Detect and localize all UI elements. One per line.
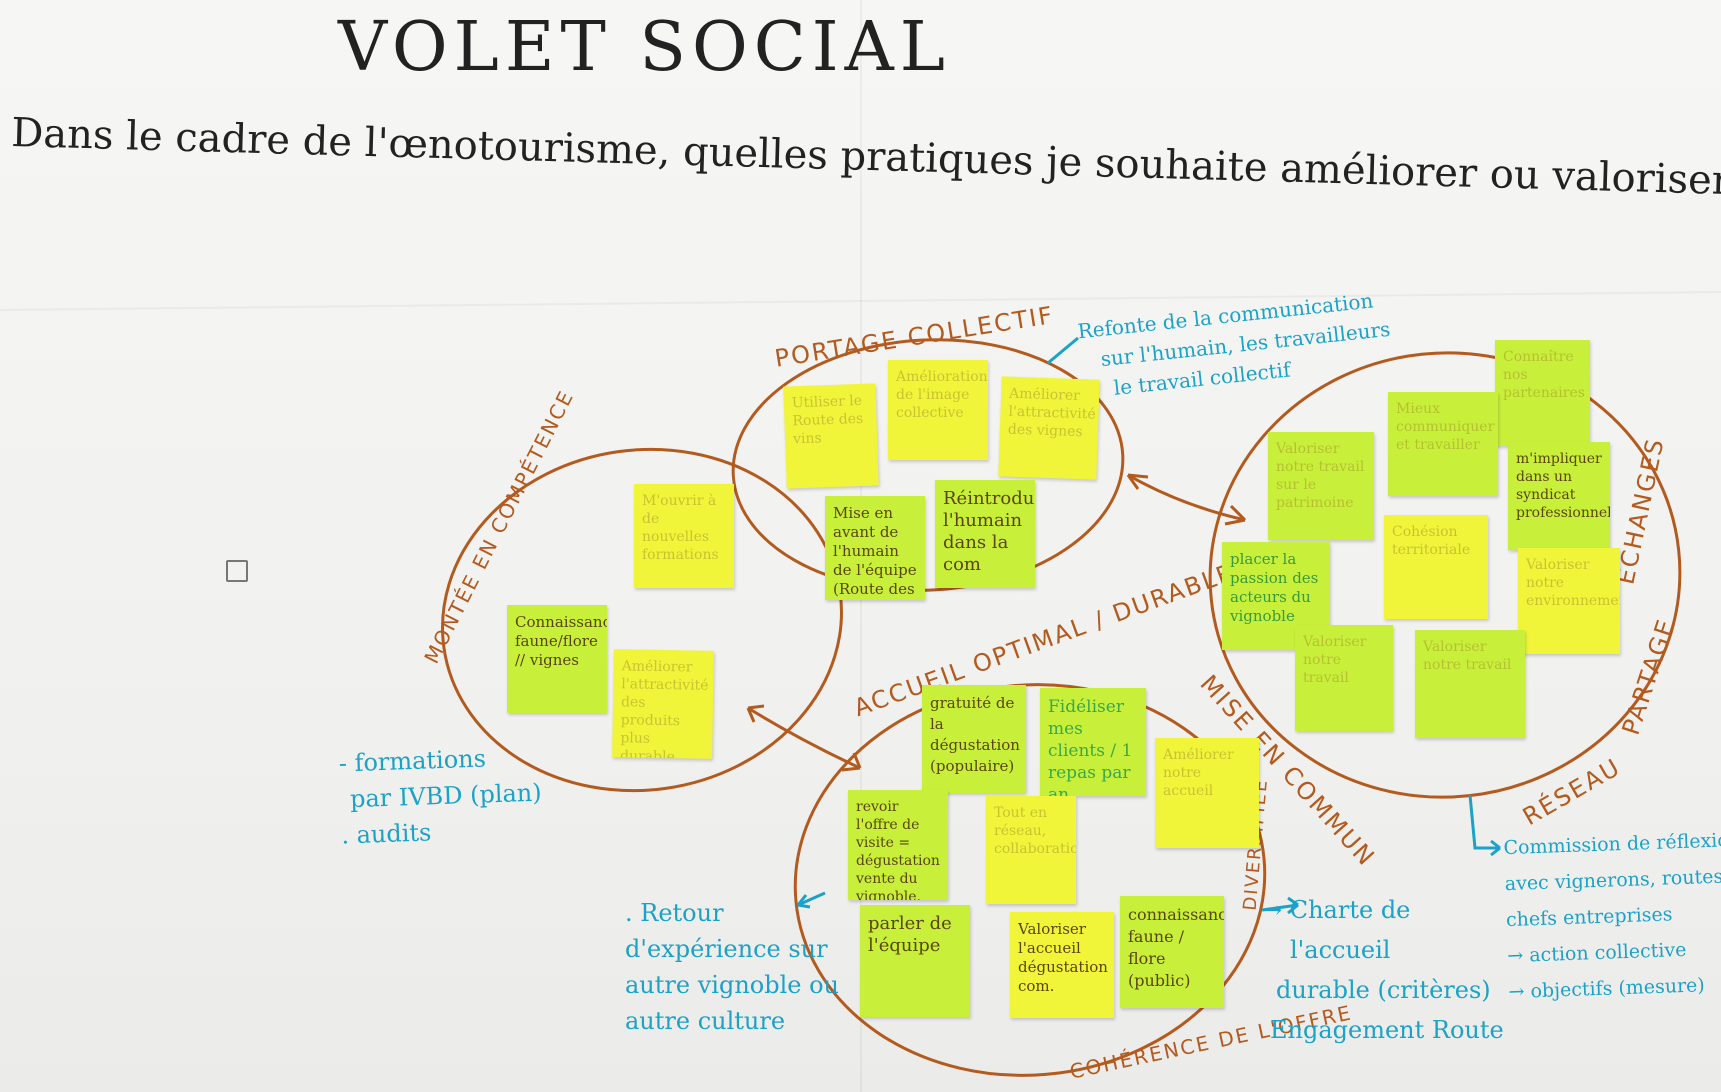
sticky-note-connaissance: Connaissance faune/flore // vignes bbox=[507, 605, 607, 713]
arrowhead bbox=[1224, 504, 1247, 526]
sticky-note: Utiliser le Route des vins bbox=[783, 383, 879, 489]
sticky-note-fideliser: Fidéliser mes clients / 1 repas par an bbox=[1040, 688, 1146, 796]
circle-portage bbox=[731, 338, 1125, 592]
square-icon bbox=[226, 560, 248, 582]
circle-reseau bbox=[1208, 351, 1682, 799]
sticky-note: M'ouvrir à de nouvelles formations bbox=[634, 484, 734, 588]
sticky-note: Amélioration de l'image collective bbox=[888, 360, 988, 460]
arrow-portage-reseau bbox=[1127, 473, 1246, 522]
sticky-note-parler-equipe: parler de l'équipe bbox=[860, 905, 970, 1017]
sticky-note-reintroduire: Réintroduire l'humain dans la com bbox=[935, 480, 1035, 588]
sticky-note-gratuite: gratuité de la dégustation (populaire) bbox=[922, 685, 1026, 793]
arrow-retour bbox=[796, 891, 826, 909]
arrowhead bbox=[841, 752, 862, 772]
sticky-note: Valoriser notre travail bbox=[1415, 630, 1525, 738]
sticky-note-valoriser-accueil: Valoriser l'accueil dégustation com. bbox=[1010, 912, 1114, 1018]
sticky-note: Améliorer l'attractivité des produits pl… bbox=[612, 649, 714, 759]
arrow-refonte bbox=[1047, 336, 1079, 365]
sticky-note-mise-en-avant: Mise en avant de l'humain de l'équipe (R… bbox=[825, 496, 925, 600]
sticky-note: Améliorer notre accueil bbox=[1155, 738, 1259, 848]
sticky-note-revoir-offre: revoir l'offre de visite = dégustation v… bbox=[848, 790, 948, 900]
sticky-note: Valoriser notre environnement bbox=[1518, 548, 1620, 654]
sticky-note: Valoriser notre travail bbox=[1295, 625, 1393, 731]
arrowhead bbox=[1126, 473, 1149, 490]
sticky-note: Valoriser notre travail sur le patrimoin… bbox=[1268, 432, 1374, 540]
arrow-commission bbox=[1468, 794, 1501, 857]
arrow-charte bbox=[1261, 896, 1299, 915]
sticky-note-faune-flore: connaissance faune / flore (public) bbox=[1120, 896, 1224, 1008]
arrowhead bbox=[746, 704, 765, 723]
sticky-note: Cohésion territoriale bbox=[1384, 515, 1488, 619]
page-title: VOLET SOCIAL bbox=[338, 8, 951, 87]
sticky-note: Connaître nos partenaires bbox=[1495, 340, 1590, 446]
sticky-note: Mieux communiquer et travailler bbox=[1388, 392, 1498, 496]
sticky-note: Tout en réseau, collaboration bbox=[986, 796, 1076, 904]
arrow-competence-accueil bbox=[747, 706, 861, 770]
sticky-note-syndicat: m'impliquer dans un syndicat professionn… bbox=[1508, 442, 1610, 550]
sticky-note: Améliorer l'attractivité des vignes bbox=[998, 376, 1100, 480]
